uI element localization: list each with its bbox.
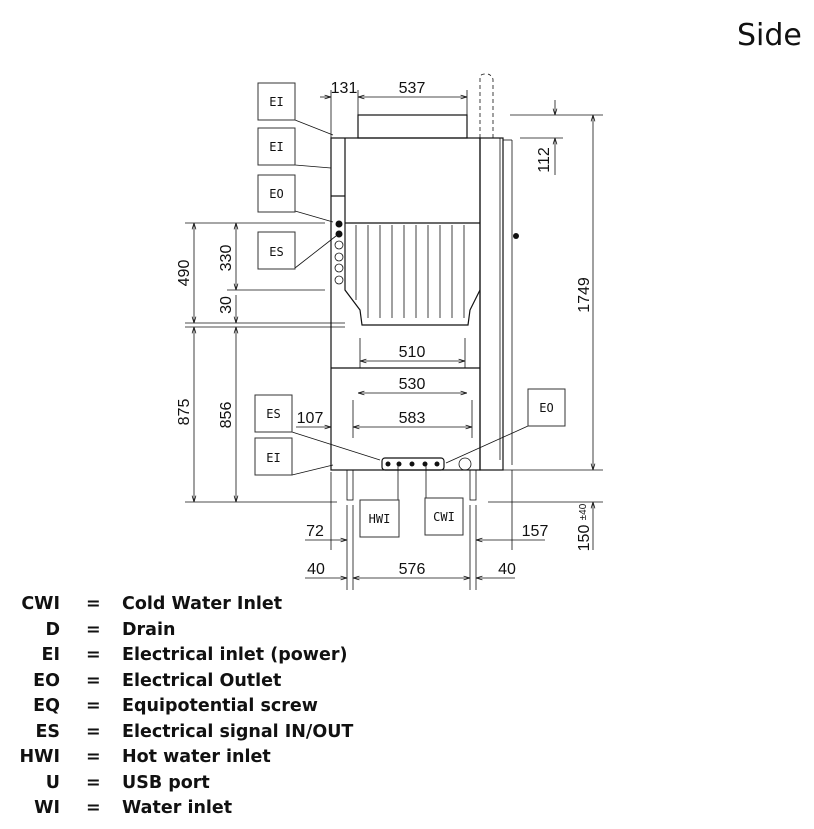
unit-body (330, 73, 519, 501)
view-title: Side (737, 18, 802, 53)
dim-583: 583 (399, 410, 426, 427)
dim-30: 30 (218, 296, 235, 314)
dim-856: 856 (218, 402, 235, 429)
dim-490: 490 (176, 260, 193, 287)
side-view-drawing: 131 537 112 1749 490 330 30 875 856 510 … (176, 73, 603, 590)
callout-es-top: ES (257, 231, 296, 270)
dim-112: 112 (536, 147, 553, 173)
callout-hwi: HWI (359, 499, 400, 538)
dim-131: 131 (331, 80, 358, 97)
callout-ei-mid: EI (257, 127, 296, 166)
callout-ei-top: EI (257, 82, 296, 121)
svg-text:EI: EI (266, 451, 280, 465)
svg-text:EO: EO (269, 187, 283, 201)
svg-text:EI: EI (269, 140, 283, 154)
svg-text:CWI: CWI (433, 510, 455, 524)
callout-ei-bottom: EI (254, 437, 293, 476)
svg-text:EI: EI (269, 95, 283, 109)
dim-40-right: 40 (498, 561, 516, 578)
callout-es-bottom: ES (254, 394, 293, 433)
heat-exchanger-fins (355, 225, 465, 318)
dim-537: 537 (399, 80, 426, 97)
dim-157: 157 (522, 523, 549, 540)
connector-column (334, 220, 344, 285)
dimension-labels: 131 537 112 1749 490 330 30 875 856 510 … (176, 80, 593, 578)
dim-150: 150 (576, 525, 593, 552)
dim-875: 875 (176, 399, 193, 426)
svg-text:EO: EO (539, 401, 553, 415)
dim-530: 530 (399, 376, 426, 393)
dim-40-left: 40 (307, 561, 325, 578)
dim-330: 330 (218, 245, 235, 272)
dim-576: 576 (399, 561, 426, 578)
dim-72: 72 (306, 523, 324, 540)
dim-510: 510 (399, 344, 426, 361)
svg-text:ES: ES (269, 245, 283, 259)
dim-1749: 1749 (576, 277, 593, 313)
dim-150-tolerance: ±40 (578, 503, 589, 520)
svg-text:ES: ES (266, 407, 280, 421)
svg-text:HWI: HWI (369, 512, 391, 526)
callout-eo-top: EO (257, 174, 296, 213)
dim-107: 107 (297, 410, 324, 427)
callout-eo-right: EO (527, 388, 566, 427)
callout-cwi: CWI (424, 497, 464, 536)
